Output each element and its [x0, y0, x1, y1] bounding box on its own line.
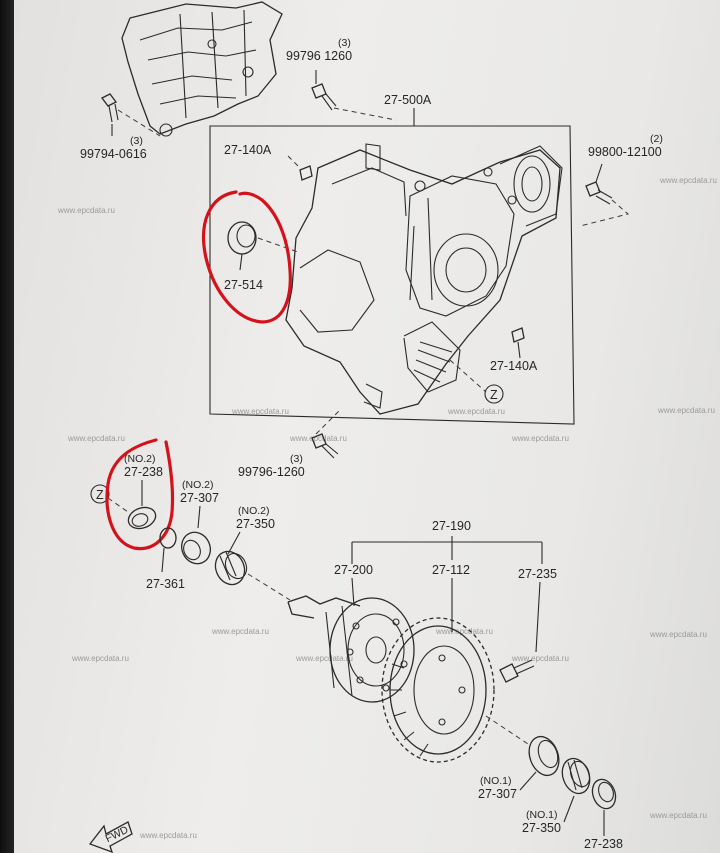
part-number-27-140a: 27-140A — [224, 143, 272, 157]
part-number-27-307: 27-307 — [478, 787, 517, 801]
watermark: www.epcdata.ru — [649, 630, 707, 639]
watermark: www.epcdata.ru — [57, 206, 115, 215]
part-number-27-350: 27-350 — [522, 821, 561, 835]
part-number-27-235: 27-235 — [518, 567, 557, 581]
watermark: www.epcdata.ru — [139, 831, 197, 840]
ref-z-circle — [90, 484, 110, 504]
ref-z-label: Z — [96, 488, 104, 502]
watermark: www.epcdata.ru — [435, 627, 493, 636]
watermark: www.epcdata.ru — [71, 654, 129, 663]
part-qty: (3) — [338, 37, 351, 49]
part-number-99796-1260: 99796 1260 — [286, 49, 352, 63]
part-number-27-307: 27-307 — [180, 491, 219, 505]
differential-case-27-200 — [287, 595, 415, 703]
assembly-frame — [209, 125, 575, 425]
leader-line — [351, 577, 541, 653]
monitor-bezel — [0, 0, 18, 853]
red-highlight-circle — [201, 190, 292, 324]
bracket-casting — [121, 1, 283, 137]
watermark: www.epcdata.ru — [649, 811, 707, 820]
part-number-27-200: 27-200 — [334, 563, 373, 577]
part-number-27-140a: 27-140A — [490, 359, 538, 373]
fwd-arrow-icon: FWD — [88, 821, 133, 853]
part-number-99800-12100: 99800-12100 — [588, 145, 662, 159]
leader-line — [107, 497, 129, 513]
bolt-99796-1260-top — [311, 70, 397, 121]
leader-line — [519, 771, 537, 791]
shim-27-361 — [159, 527, 177, 573]
part-qty: (3) — [130, 135, 143, 147]
axis-line — [247, 573, 291, 601]
watermark-layer: www.epcdata.ru www.epcdata.ru www.epcdat… — [57, 176, 717, 840]
part-qty: (2) — [650, 133, 663, 145]
oil-seal-27-514 — [227, 221, 299, 271]
part-number-27-361: 27-361 — [146, 577, 185, 591]
part-number-27-238: 27-238 — [124, 465, 163, 479]
part-note: (NO.2) — [238, 505, 270, 517]
watermark: www.epcdata.ru — [295, 654, 353, 663]
leader-line — [227, 531, 241, 555]
part-number-27-238: 27-238 — [584, 837, 623, 851]
watermark: www.epcdata.ru — [511, 654, 569, 663]
watermark: www.epcdata.ru — [67, 434, 125, 443]
roller-bearing-27-350 — [214, 550, 248, 586]
bolt-99794-0616 — [101, 93, 161, 137]
plug-27-140a-top — [287, 155, 313, 181]
part-number-27-514: 27-514 — [224, 278, 263, 292]
bolt-27-235 — [499, 659, 535, 683]
ref-z-label: Z — [490, 388, 498, 402]
leader-line — [197, 505, 201, 529]
part-note: (NO.2) — [182, 479, 214, 491]
roller-bearing-27-350-lower — [561, 757, 591, 795]
plug-27-140a-bottom — [511, 327, 525, 359]
bearing-race-27-238 — [127, 506, 157, 530]
leader-line — [563, 795, 575, 823]
part-number-99796-1260: 99796-1260 — [238, 465, 305, 479]
bolt-99800-12100 — [579, 163, 630, 227]
watermark: www.epcdata.ru — [211, 627, 269, 636]
watermark: www.epcdata.ru — [447, 407, 505, 416]
group-bracket — [351, 536, 543, 564]
part-note: (NO.2) — [124, 453, 156, 465]
part-number-27-190: 27-190 — [432, 519, 471, 533]
axis-line — [485, 715, 529, 745]
bearing-race-27-307-lower — [528, 735, 560, 777]
watermark: www.epcdata.ru — [511, 434, 569, 443]
part-number-27-350: 27-350 — [236, 517, 275, 531]
watermark: www.epcdata.ru — [289, 434, 347, 443]
part-note: (NO.1) — [480, 775, 512, 787]
watermark: www.epcdata.ru — [231, 407, 289, 416]
bolt-99796-1260-mid — [311, 409, 341, 459]
transfer-case-housing — [285, 143, 563, 415]
bearing-race-27-307 — [180, 531, 212, 565]
part-note: (NO.1) — [526, 809, 558, 821]
watermark: www.epcdata.ru — [659, 176, 717, 185]
part-qty: (3) — [290, 453, 303, 465]
ring-gear-27-112 — [381, 617, 495, 763]
parts-diagram-page — [14, 0, 720, 853]
part-number-27-500a: 27-500A — [384, 93, 432, 107]
watermark: www.epcdata.ru — [657, 406, 715, 415]
ref-z-circle — [484, 384, 504, 404]
red-highlight-circle — [105, 438, 175, 551]
leader-line — [449, 359, 487, 393]
bearing-race-27-238-lower — [591, 778, 617, 810]
part-number-27-112: 27-112 — [432, 563, 470, 577]
part-number-99794-0616: 99794-0616 — [80, 147, 147, 161]
